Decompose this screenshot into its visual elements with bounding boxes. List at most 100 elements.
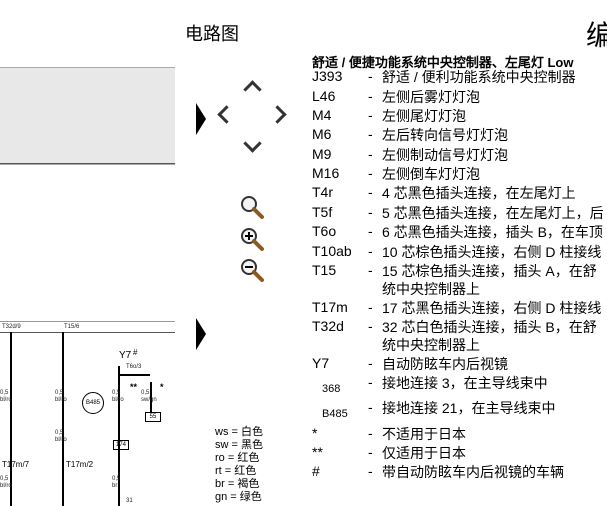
legend-code: M9 (312, 146, 332, 162)
legend-desc: 舒适 / 便利功能系统中央控制器 (382, 69, 576, 85)
legend-desc: 6 芯黑色插头连接，插头 B，在车顶 (382, 224, 603, 240)
connector-t17m-2: T17m/2 (66, 460, 94, 469)
legend-dash: - (368, 88, 373, 104)
legend-code: 368 (322, 383, 341, 395)
legend-dash: - (368, 425, 373, 441)
legend-heading: 舒适 / 便捷功能系统中央控制器、左尾灯 Low (312, 55, 574, 70)
legend-dash: - (368, 223, 373, 239)
legend-desc: 10 芯棕色插头连接，右侧 D 柱接线 (382, 244, 602, 260)
ground-point: B485 (82, 392, 104, 414)
box-label: 31 (126, 498, 133, 504)
legend-dash: - (368, 184, 373, 200)
box-label: 174 (113, 440, 129, 450)
wire-color: bl/ro (0, 483, 12, 489)
legend-desc: 仅适用于日本 (382, 445, 466, 461)
legend-dash: - (368, 463, 373, 479)
legend-desc: 15 芯棕色插头连接，插头 A，在舒 (382, 263, 597, 279)
legend-code: T4r (312, 184, 333, 200)
legend-code: M6 (312, 126, 332, 142)
pointer-arrow-icon (196, 103, 206, 135)
wire-color: br (112, 483, 118, 489)
legend-dash: - (368, 204, 373, 220)
legend-code: T5f (312, 204, 333, 220)
legend-dash: - (368, 355, 373, 371)
divider (0, 163, 175, 164)
legend-dash: - (368, 165, 373, 181)
diagram-header-bar (0, 322, 175, 333)
section-title: 电路图 (185, 24, 239, 44)
legend-desc: 自动防眩车内后视镜 (382, 356, 508, 372)
wire-color: sw/gn (141, 397, 157, 403)
wire-value: 0,5 (112, 476, 121, 482)
legend-desc: 带自动防眩车内后视镜的车辆 (382, 464, 564, 480)
legend-code: M16 (312, 165, 340, 181)
legend-dash: - (368, 262, 373, 278)
pin-label-t15: T15/6 (64, 324, 80, 330)
legend-desc: 左侧制动信号灯灯泡 (382, 147, 508, 163)
box-label: 55 (145, 412, 161, 422)
wire (150, 382, 152, 412)
color-key-item: rt = 红色 (215, 465, 257, 477)
pan-right-icon[interactable] (267, 104, 292, 124)
legend-dash: - (368, 299, 373, 315)
wire-value: 0,5 (55, 390, 64, 396)
legend-desc: 17 芯黑色插头连接，右侧 D 柱接线 (382, 300, 602, 316)
legend-desc: 左侧后雾灯灯泡 (382, 89, 480, 105)
legend-desc-continued: 统中央控制器上 (382, 281, 480, 297)
left-diagram-panel: T32d/9 T15/6 Y7 # T6o/3 ** * 0,5 bl/ro 0… (0, 0, 175, 506)
wire-color: bl/ro (55, 397, 67, 403)
pan-down-icon[interactable] (240, 133, 264, 156)
component-mark: # (133, 348, 138, 357)
wire-value: 0,5 (112, 390, 121, 396)
pin-label-t32d: T32d/9 (2, 324, 21, 330)
wire-value: 0,5 (0, 476, 9, 482)
legend-dash: - (368, 146, 373, 162)
zoom-fit-icon[interactable] (238, 194, 268, 220)
highlight-box (0, 67, 175, 165)
mark-double-star: ** (130, 382, 138, 392)
wire-value: 0,5 (55, 430, 64, 436)
legend-desc-continued: 统中央控制器上 (382, 337, 480, 353)
wire (10, 332, 12, 506)
pan-left-icon[interactable] (211, 104, 236, 124)
legend-code: Y7 (312, 355, 330, 371)
legend-desc: 5 芯黑色插头连接，在左尾灯上，后 (382, 205, 604, 221)
legend-code: T15 (312, 262, 337, 278)
legend-code: L46 (312, 88, 336, 104)
legend-code: M4 (312, 107, 332, 123)
wire-value: 0,5 (141, 390, 150, 396)
legend-code: ** (312, 444, 323, 460)
color-key-item: ws = 白色 (215, 426, 263, 438)
pan-up-icon[interactable] (240, 76, 264, 99)
wire-color: bl/ro (112, 397, 124, 403)
legend-desc: 左侧尾灯灯泡 (382, 108, 466, 124)
connector-t6o: T6o/3 (126, 364, 142, 370)
wire (118, 366, 120, 506)
legend-desc: 接地连接 3，在主导线束中 (382, 375, 548, 391)
color-key-item: gn = 绿色 (215, 491, 262, 503)
color-key-item: sw = 黑色 (215, 439, 263, 451)
legend-desc: 左后转向信号灯灯泡 (382, 127, 508, 143)
legend-desc: 不适用于日本 (382, 426, 466, 442)
color-key-item: br = 褐色 (215, 478, 260, 490)
legend-desc: 接地连接 21，在主导线束中 (382, 400, 556, 416)
legend-dash: - (368, 399, 373, 415)
wire-color: bl/ro (0, 397, 12, 403)
component-y7: Y7 (119, 350, 132, 361)
zoom-in-icon[interactable] (238, 226, 268, 252)
ground-label: B485 (85, 400, 100, 406)
legend-desc: 左侧倒车灯灯泡 (382, 166, 480, 182)
legend-dash: - (368, 374, 373, 390)
legend-code: T6o (312, 223, 337, 239)
wire-value: 0,5 (0, 390, 9, 396)
legend-dash: - (368, 107, 373, 123)
legend-dash: - (368, 243, 373, 259)
wire (62, 332, 64, 506)
zoom-out-icon[interactable] (238, 257, 268, 283)
legend-desc: 4 芯黑色插头连接，在左尾灯上 (382, 185, 576, 201)
circuit-diagram-thumbnail: T32d/9 T15/6 Y7 # T6o/3 ** * 0,5 bl/ro 0… (0, 321, 175, 506)
wire-color: bl/ro (55, 437, 67, 443)
pointer-arrow-icon (196, 318, 206, 350)
legend-dash: - (368, 444, 373, 460)
legend-dash: - (368, 68, 373, 84)
